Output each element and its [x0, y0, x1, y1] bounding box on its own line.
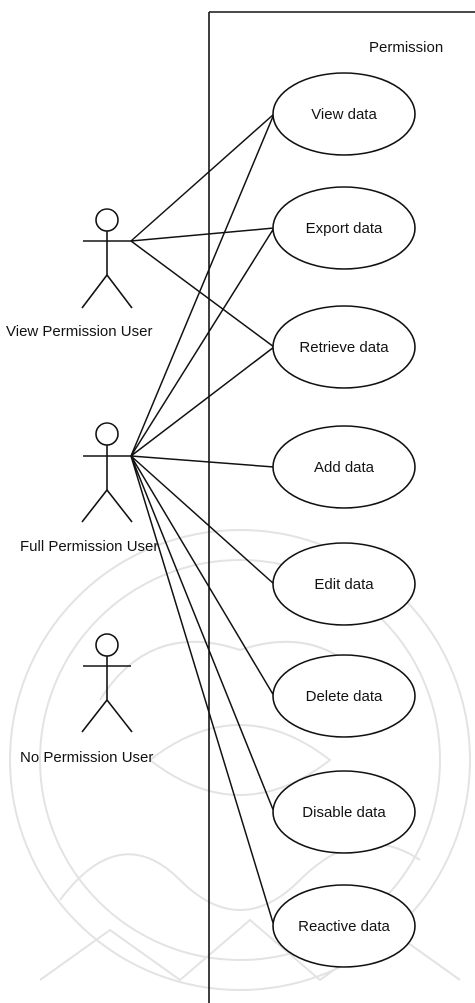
- use-case-retrieve-data: Retrieve data: [272, 305, 416, 389]
- actor-full-permission-user: [81, 422, 133, 523]
- association-full-edit-data: [130, 455, 275, 585]
- actor-left-leg: [81, 274, 108, 309]
- association-lines: [130, 113, 275, 927]
- use-case-view-data: View data: [272, 72, 416, 156]
- association-full-delete-data: [130, 455, 275, 697]
- actor-left-leg: [81, 699, 108, 733]
- use-case-label: Export data: [306, 220, 383, 237]
- use-case-label: Add data: [314, 459, 375, 476]
- actor-head: [95, 633, 119, 657]
- use-case-label: Delete data: [306, 688, 383, 705]
- use-case-label: View data: [311, 106, 377, 123]
- association-full-add-data: [130, 455, 275, 468]
- association-full-reactive-data: [130, 455, 275, 927]
- use-case-label: Reactive data: [298, 918, 390, 935]
- actor-label-full-permission-user: Full Permission User: [20, 538, 158, 555]
- association-view-export-data: [130, 227, 275, 242]
- association-view-retrieve-data: [130, 240, 275, 348]
- association-full-export-data: [130, 227, 275, 457]
- actor-label-view-permission-user: View Permission User: [6, 323, 152, 340]
- use-case-label: Edit data: [314, 576, 374, 593]
- actor-right-leg: [106, 274, 133, 309]
- use-case-label: Disable data: [302, 804, 386, 821]
- actor-right-leg: [106, 489, 133, 523]
- use-case-disable-data: Disable data: [272, 770, 416, 854]
- actor-right-leg: [106, 699, 133, 733]
- actor-head: [95, 208, 119, 232]
- system-boundary-label: Permission: [369, 39, 443, 56]
- association-full-view-data: [130, 113, 275, 457]
- use-case-add-data: Add data: [272, 425, 416, 509]
- actor-view-permission-user: [81, 208, 133, 309]
- actor-head: [95, 422, 119, 446]
- actor-label-no-permission-user: No Permission User: [20, 749, 153, 766]
- use-case-reactive-data: Reactive data: [272, 884, 416, 968]
- actor-left-leg: [81, 489, 108, 523]
- use-case-edit-data: Edit data: [272, 542, 416, 626]
- use-case-export-data: Export data: [272, 186, 416, 270]
- use-case-label: Retrieve data: [299, 339, 389, 356]
- association-view-view-data: [130, 113, 275, 242]
- use-case-delete-data: Delete data: [272, 654, 416, 738]
- actor-no-permission-user: [81, 633, 133, 733]
- association-full-retrieve-data: [130, 346, 275, 457]
- association-full-disable-data: [130, 455, 275, 813]
